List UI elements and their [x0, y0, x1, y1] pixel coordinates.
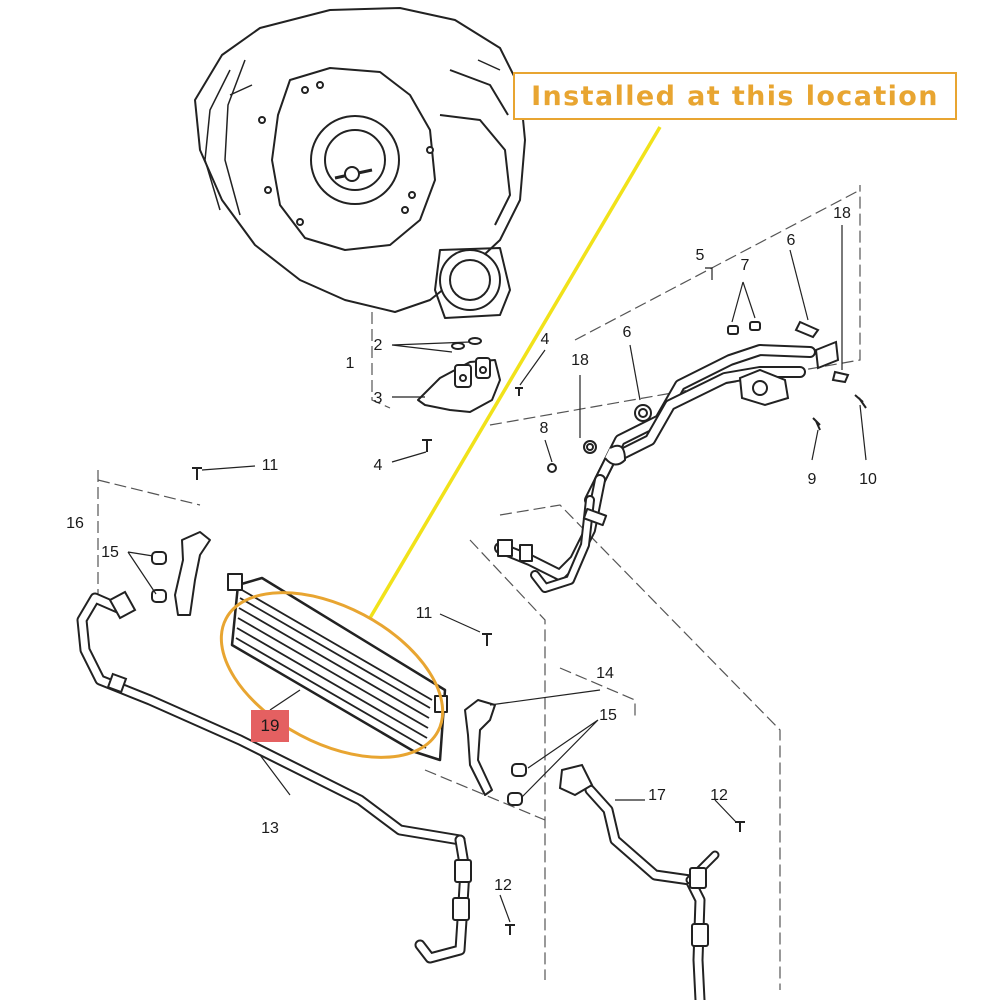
part-label-8: 8 — [540, 420, 549, 437]
part-label-1: 1 — [346, 355, 355, 372]
part-label-15b: 15 — [599, 707, 617, 724]
part-label-13: 13 — [261, 820, 279, 837]
callout-pointer-line — [368, 126, 662, 619]
part-label-4a: 4 — [541, 331, 550, 348]
part-label-4b: 4 — [374, 457, 383, 474]
lower-line-fittings — [106, 590, 745, 947]
part-label-17: 17 — [648, 787, 666, 804]
part-label-5: 5 — [696, 247, 705, 264]
group-outlines — [97, 185, 861, 990]
part-label-14: 14 — [596, 665, 614, 682]
part-label-9: 9 — [808, 471, 817, 488]
leader-lines — [127, 225, 867, 923]
transmission-housing — [194, 7, 526, 319]
part-label-11b: 11 — [416, 605, 433, 622]
highlight-ring — [219, 591, 445, 759]
part-label-12b: 12 — [494, 877, 512, 894]
part-label-7: 7 — [741, 257, 750, 274]
part-label-18b: 18 — [571, 352, 589, 369]
part-label-6a: 6 — [787, 232, 796, 249]
part-label-15a: 15 — [101, 544, 119, 561]
part-label-18a: 18 — [833, 205, 851, 222]
highlighted-part-badge: 19 — [251, 710, 289, 742]
lower-oil-lines — [76, 592, 720, 1000]
highlighted-part-number: 19 — [260, 716, 280, 735]
upper-pipe-fittings — [547, 320, 867, 473]
part-label-12a: 12 — [710, 787, 728, 804]
part-label-3: 3 — [374, 390, 383, 407]
adapter-bracket — [417, 337, 523, 452]
oil-cooler — [227, 573, 448, 762]
part-number-labels: 1 2 3 4 4 5 6 6 7 8 9 10 11 11 12 12 13 … — [66, 205, 877, 894]
part-label-2: 2 — [374, 337, 383, 354]
part-label-11a: 11 — [262, 457, 279, 474]
cooler-brackets — [151, 467, 527, 806]
part-label-6b: 6 — [623, 324, 632, 341]
part-label-16: 16 — [66, 515, 84, 532]
callout-text: Installed at this location — [531, 80, 939, 112]
callout-box: Installed at this location — [513, 72, 957, 120]
part-label-10: 10 — [859, 471, 877, 488]
